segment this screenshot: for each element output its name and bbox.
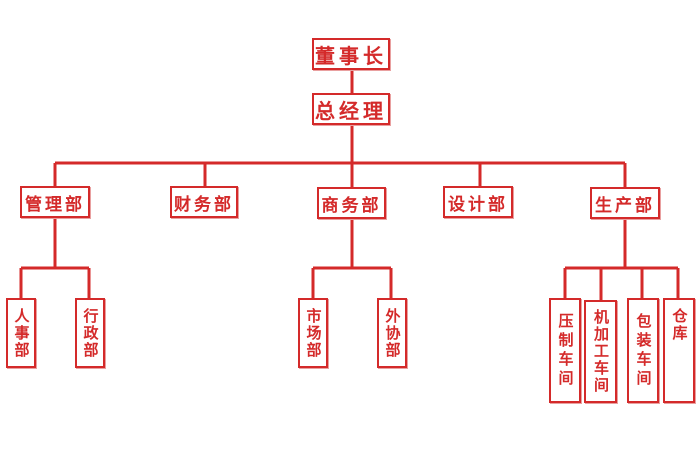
sub-label: 行政部 [81, 307, 100, 359]
gm-box: 总经理 [312, 93, 390, 125]
gm-label: 总经理 [315, 98, 387, 123]
dept-label: 设计部 [448, 194, 508, 215]
sub-box-xingzheng: 行政部 [75, 298, 105, 368]
sub-label: 包装车间 [634, 312, 653, 389]
dept-box-caiwu: 财务部 [170, 186, 238, 218]
sub-box-waixie: 外协部 [377, 298, 407, 368]
sub-box-jijiagong: 机加工车间 [584, 300, 617, 403]
sub-label: 人事部 [12, 307, 31, 359]
sub-label: 仓库 [670, 308, 689, 342]
sub-box-renshi: 人事部 [6, 298, 36, 368]
sub-box-baozhuang: 包装车间 [627, 298, 659, 403]
dept-box-sheji: 设计部 [443, 186, 513, 218]
sub-box-cangku: 仓库 [663, 298, 695, 403]
sub-label: 机加工车间 [592, 309, 610, 394]
sub-box-yazhi: 压制车间 [549, 298, 581, 403]
sub-box-shichang: 市场部 [298, 298, 328, 368]
dept-box-guanli: 管理部 [20, 186, 90, 218]
dept-label: 商务部 [321, 195, 382, 216]
sub-label: 市场部 [304, 307, 323, 359]
dept-label: 生产部 [595, 195, 655, 216]
sub-label: 外协部 [383, 307, 402, 359]
chairman-box: 董事长 [312, 38, 390, 70]
dept-box-shengchan: 生产部 [590, 187, 660, 219]
dept-box-shangwu: 商务部 [317, 187, 386, 219]
chairman-label: 董事长 [315, 43, 387, 68]
dept-label: 财务部 [174, 194, 234, 215]
sub-label: 压制车间 [556, 312, 575, 389]
dept-label: 管理部 [25, 194, 85, 215]
